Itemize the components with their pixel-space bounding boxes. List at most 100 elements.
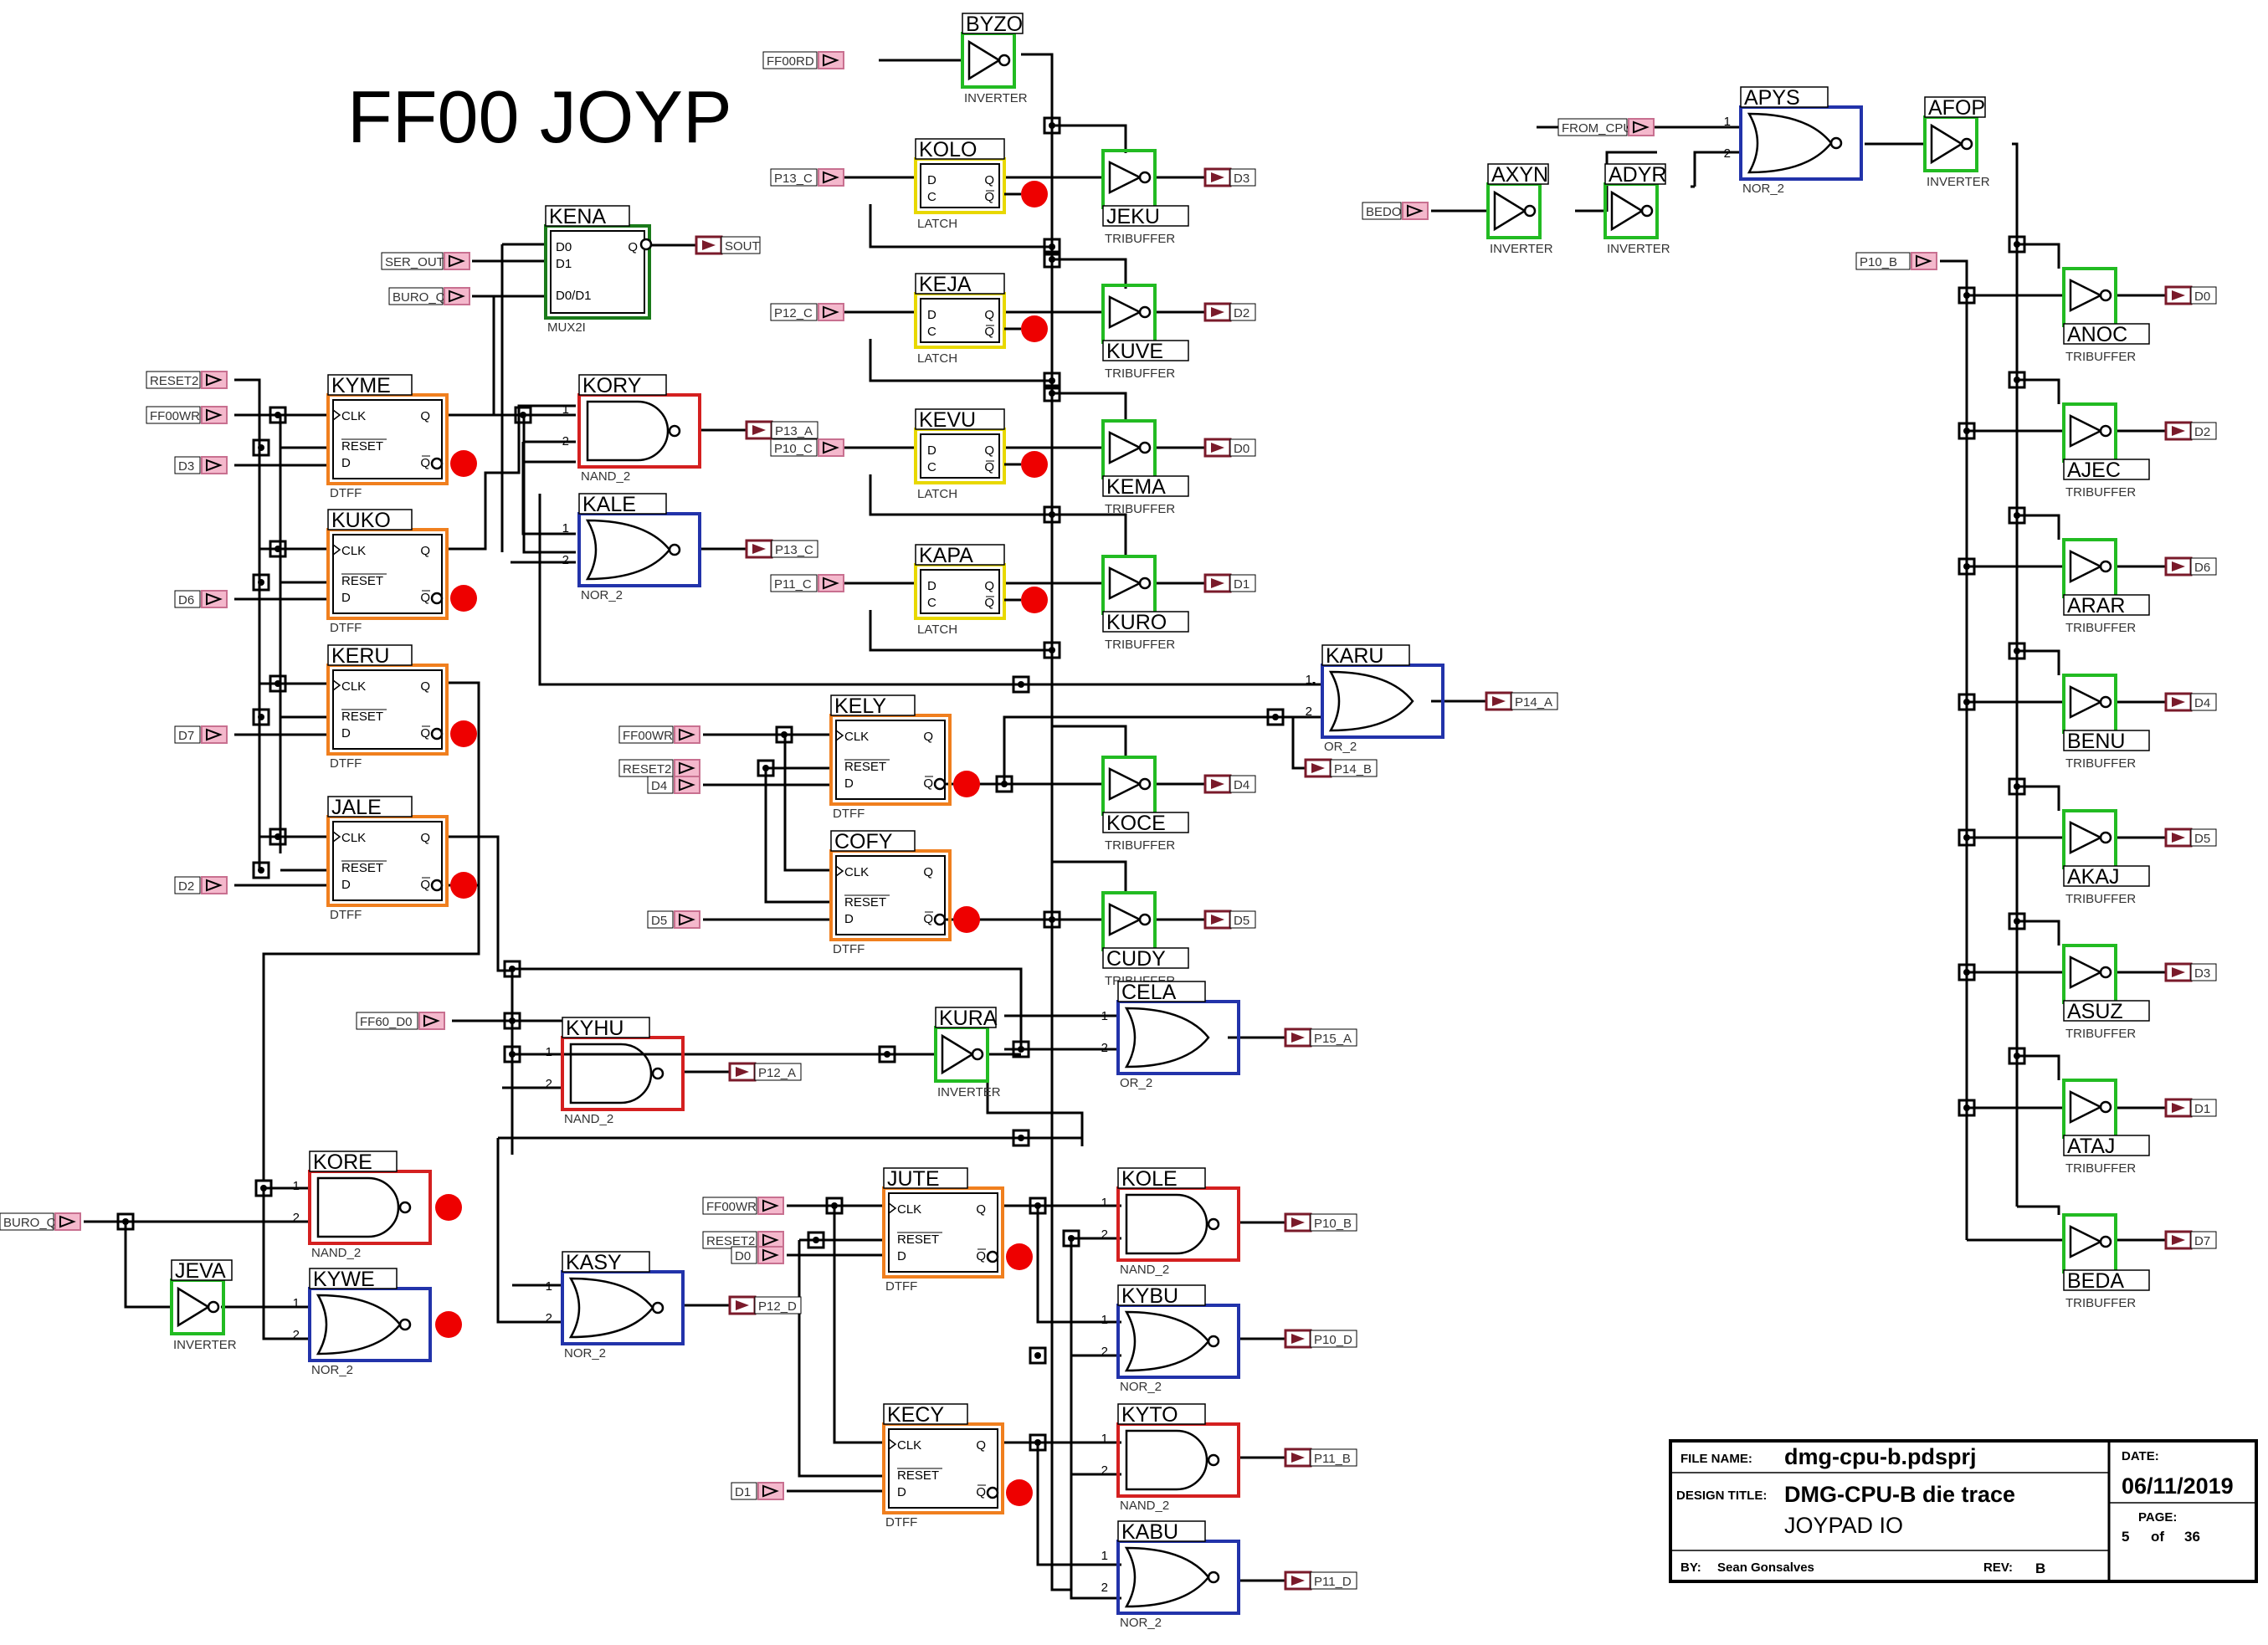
arrow-in-icon xyxy=(762,1484,779,1498)
keja-label: KEJA xyxy=(919,273,972,296)
cofy-pin-reset: RESET xyxy=(844,895,886,910)
kybu-pin-1: 1 xyxy=(1101,1313,1108,1327)
port-label: P11_B xyxy=(1314,1452,1351,1466)
arrow-out-icon xyxy=(2172,561,2185,571)
ports-layer: FF00RDP13_CP12_CP10_CP11_CSER_OUTBURO_QR… xyxy=(0,51,2217,1591)
arrow-in-icon xyxy=(206,459,223,472)
port-label: RESET2 xyxy=(623,762,671,776)
port-label: BURO_Q xyxy=(3,1216,56,1230)
input-port-d1: D1 xyxy=(731,1482,784,1500)
kena-pin-d0d1: D0/D1 xyxy=(556,289,592,303)
kecy-label: KECY xyxy=(887,1403,944,1427)
kyme-pin-d: D xyxy=(341,456,351,470)
input-port-p10-c: P10_C xyxy=(770,438,844,457)
kuko-pin-clk: CLK xyxy=(341,544,366,558)
keja-pin-d: D xyxy=(927,308,936,322)
input-port-ser-out: SER_OUT xyxy=(381,252,470,270)
kena-label: KENA xyxy=(549,205,606,228)
kapa-type: LATCH xyxy=(917,623,957,637)
kore-label: KORE xyxy=(313,1150,372,1174)
arrow-in-icon xyxy=(449,290,465,303)
cela-type: OR_2 xyxy=(1120,1076,1152,1090)
kevu-pin-qbar: Q xyxy=(984,460,994,474)
kapa-pin-c: C xyxy=(927,596,936,610)
arrow-out-icon xyxy=(2172,290,2185,300)
kole-pin-2: 2 xyxy=(1101,1227,1108,1242)
kena-pin-d1: D1 xyxy=(556,257,572,271)
kywe-label: KYWE xyxy=(313,1268,375,1291)
output-port-d1: D1 xyxy=(2164,1098,2217,1118)
kyme-pin-q: Q xyxy=(420,409,430,423)
arrow-in-icon xyxy=(823,441,839,454)
arrow-in-icon xyxy=(423,1014,440,1027)
jale-pin-d: D xyxy=(341,878,351,892)
port-label: D0 xyxy=(735,1249,751,1263)
kapa-pin-d: D xyxy=(927,579,936,593)
port-label: D0 xyxy=(1234,442,1249,456)
kory-pin-1: 1 xyxy=(562,402,569,417)
akaj-type: TRIBUFFER xyxy=(2065,892,2136,906)
input-port-reset2: RESET2 xyxy=(146,371,228,389)
input-port-d6: D6 xyxy=(174,590,228,608)
kuko-type: DTFF xyxy=(330,621,362,635)
asuz-label: ASUZ xyxy=(2067,1000,2123,1023)
file-name-label: FILE NAME: xyxy=(1680,1452,1752,1466)
kecy-pin-reset: RESET xyxy=(897,1468,939,1483)
input-port-ff00rd: FF00RD xyxy=(762,51,844,69)
kuko-pin-reset: RESET xyxy=(341,574,383,588)
arrow-in-icon xyxy=(679,761,695,775)
port-label: BURO_Q xyxy=(393,290,445,305)
wires xyxy=(84,53,2166,1600)
arrow-in-icon xyxy=(823,577,839,590)
input-port-ff60-d0: FF60_D0 xyxy=(356,1012,445,1030)
kema-type: TRIBUFFER xyxy=(1105,502,1175,516)
arrow-out-icon xyxy=(736,1300,749,1310)
kory-label: KORY xyxy=(582,374,642,397)
date-label: DATE: xyxy=(2122,1449,2159,1463)
jeva-type: INVERTER xyxy=(173,1338,237,1352)
port-label: BEDO xyxy=(1366,205,1402,219)
arrow-in-icon xyxy=(762,1233,779,1247)
input-port-d2: D2 xyxy=(174,876,228,894)
kyme-type: DTFF xyxy=(330,486,362,500)
design-title-line2: JOYPAD IO xyxy=(1784,1513,1903,1538)
kyhu-pin-2: 2 xyxy=(546,1077,552,1091)
input-port-reset2: RESET2 xyxy=(702,1231,784,1249)
kema-label: KEMA xyxy=(1106,475,1166,499)
cofy-label: COFY xyxy=(834,830,893,853)
kevu-pin-q: Q xyxy=(984,443,994,458)
port-label: P10_B xyxy=(1860,255,1897,269)
output-port-d3: D3 xyxy=(1203,167,1256,187)
kuve-label: KUVE xyxy=(1106,340,1163,363)
page-label: PAGE: xyxy=(2138,1510,2177,1525)
kuro-label: KURO xyxy=(1106,611,1167,634)
kely-type: DTFF xyxy=(833,807,865,821)
kecy-pin-clk: CLK xyxy=(897,1438,921,1453)
arrow-out-icon xyxy=(2172,1235,2185,1245)
input-port-ff00wr: FF00WR xyxy=(146,406,228,424)
red-marker-icon xyxy=(953,771,980,797)
port-label: FF00WR xyxy=(706,1200,757,1214)
gate-kema: KEMA TRIBUFFER xyxy=(1101,419,1189,516)
input-port-from-cpu: FROM_CPU xyxy=(1557,118,1655,136)
input-port-bedo: BEDO xyxy=(1362,202,1429,220)
port-label: P12_A xyxy=(758,1066,796,1080)
kory-pin-2: 2 xyxy=(562,434,569,448)
port-label: D7 xyxy=(2194,1234,2210,1248)
port-label: RESET2 xyxy=(706,1234,755,1248)
kecy-pin-d: D xyxy=(897,1485,906,1499)
input-port-p11-c: P11_C xyxy=(770,574,844,592)
